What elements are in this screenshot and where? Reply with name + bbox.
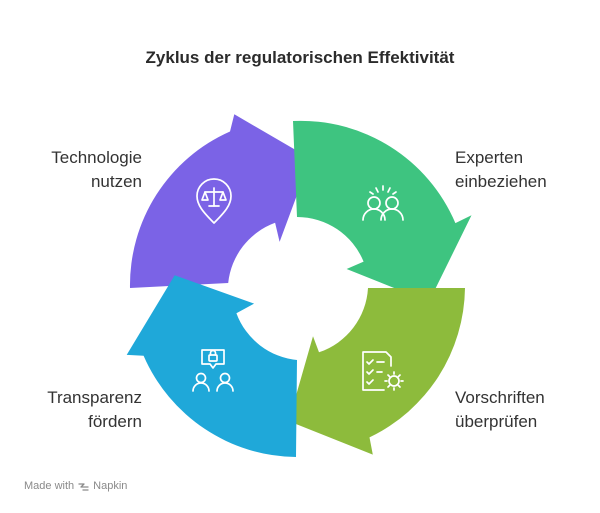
footer-prefix: Made with: [24, 480, 75, 492]
segment-experten: [293, 120, 472, 302]
label-line: einbeziehen: [455, 172, 547, 191]
footer-brand: Napkin: [93, 480, 128, 492]
napkin-logo-icon: [78, 482, 89, 491]
label-line: überprüfen: [455, 412, 538, 431]
label-line: Transparenz: [47, 388, 142, 407]
label-technologie-nutzen: Technologie nutzen: [20, 146, 142, 194]
label-vorschriften-ueberpruefen: Vorschriften überprüfen: [455, 386, 595, 434]
label-experten-einbeziehen: Experten einbeziehen: [455, 146, 595, 194]
segment-technologie: [129, 114, 311, 288]
diagram-title: Zyklus der regulatorischen Effektivität: [145, 48, 455, 67]
made-with-napkin-footer[interactable]: Made with Napkin: [24, 480, 127, 492]
checklist-gear-icon: [362, 351, 404, 391]
label-line: fördern: [88, 412, 142, 431]
people-lock-icon: [192, 349, 234, 392]
label-line: nutzen: [90, 172, 142, 191]
label-transparenz-foerdern: Transparenz fördern: [20, 386, 142, 434]
label-line: Vorschriften: [455, 388, 545, 407]
people-idea-icon: [362, 185, 404, 221]
label-line: Experten: [455, 148, 524, 167]
label-line: Technologie: [51, 148, 142, 167]
scales-location-icon: [196, 178, 232, 224]
